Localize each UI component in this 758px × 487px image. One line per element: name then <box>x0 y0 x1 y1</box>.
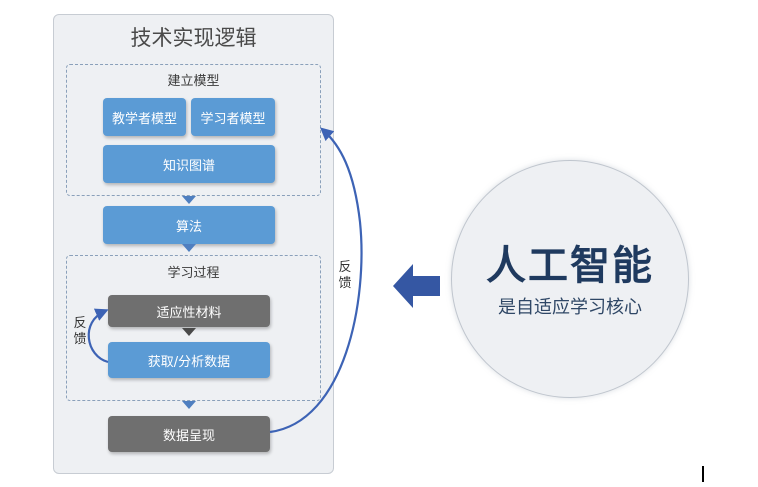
adaptive-material-box: 适应性材料 <box>108 295 270 327</box>
down-arrow-model-to-algorithm <box>182 196 196 204</box>
algorithm-box: 算法 <box>103 206 275 244</box>
ai-circle <box>451 160 689 398</box>
inner-feedback-arrow <box>87 308 109 364</box>
data-present-box: 数据呈现 <box>108 416 270 452</box>
outer-feedback-arrow <box>269 127 363 434</box>
down-arrow-material-to-data <box>182 328 196 336</box>
get-analyze-data-box: 获取/分析数据 <box>108 342 270 378</box>
big-left-arrow <box>393 264 440 308</box>
ai-title: 人工智能 <box>486 243 654 289</box>
outer-feedback-label: 反馈 <box>337 260 353 292</box>
down-arrow-algorithm-to-process <box>182 244 196 252</box>
inner-feedback-text: 反馈 <box>73 316 87 347</box>
knowledge-graph-box: 知识图谱 <box>103 145 275 183</box>
text-cursor <box>702 466 704 482</box>
learner-model-box: 学习者模型 <box>191 98 275 136</box>
panel-title: 技术实现逻辑 <box>130 26 257 50</box>
model-section-label: 建立模型 <box>167 74 220 89</box>
inner-feedback-label: 反馈 <box>72 316 88 348</box>
learning-process-label: 学习过程 <box>167 266 220 281</box>
outer-feedback-text: 反馈 <box>338 260 352 291</box>
down-arrow-process-to-present <box>182 401 196 409</box>
learning-process-section <box>66 255 321 401</box>
ai-subtitle: 是自适应学习核心 <box>498 297 642 318</box>
teacher-model-box: 教学者模型 <box>103 98 186 136</box>
